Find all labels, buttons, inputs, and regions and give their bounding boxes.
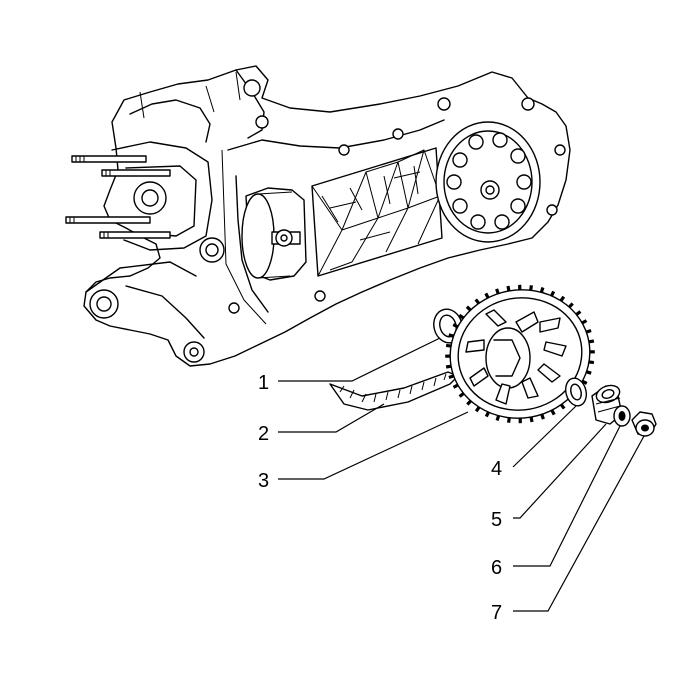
part-3-driven-pulley [445,284,595,424]
gear-tooth [448,374,455,380]
gear-tooth [559,403,566,410]
gear-tooth [581,319,588,325]
gear-tooth [484,411,490,418]
leader-5 [513,423,607,519]
leader-2 [278,403,385,433]
callout-4: 4 [491,458,502,480]
gear-tooth [495,415,501,421]
gear-tooth [575,310,582,316]
gear-tooth [448,333,454,338]
gear-tooth [495,288,500,295]
leader-7 [513,435,645,612]
engine-crankcase [65,65,571,367]
part-7-nut [631,411,657,437]
part-4-spacer-ring [564,377,588,407]
gear-tooth [559,295,566,302]
gear-tooth [550,409,556,416]
leader-3 [278,411,469,480]
gear-tooth [452,323,459,329]
callout-2: 2 [258,423,269,445]
gear-tooth [458,313,465,320]
callout-5: 5 [491,509,502,531]
leader-4 [512,405,577,468]
gear-tooth [445,364,452,369]
gear-tooth [581,379,588,385]
gear-tooth [540,413,545,420]
gear-tooth [465,305,472,312]
case-bolt-bosses [199,97,566,314]
gear-tooth [568,302,574,309]
leader-1 [278,337,441,382]
part-6-washer [613,405,631,427]
gear-tooth [588,339,595,344]
gear-tooth [474,298,481,305]
gear-tooth [550,290,556,297]
gear-tooth [466,399,472,406]
gear-tooth [529,285,533,291]
gear-tooth [507,417,511,423]
case-ribbing [311,147,443,277]
gear-tooth [445,343,452,348]
callout-leaders [278,337,645,612]
part-2-drive-belt [329,371,459,411]
gear-tooth [588,360,595,365]
gear-tooth [586,370,592,375]
cylinder-studs [65,155,171,239]
callout-7: 7 [491,602,502,624]
fan-blades [465,309,567,405]
gear-tooth [529,416,534,423]
gear-tooth [539,287,545,293]
callout-3: 3 [258,470,269,492]
callout-labels: 1 2 3 4 5 6 7 [258,372,502,624]
gear-tooth [452,383,459,389]
gear-tooth [474,406,481,413]
drive-pulley [241,187,307,281]
gear-tooth [484,292,490,299]
gear-tooth [585,328,592,334]
gear-tooth [458,392,465,398]
callout-1: 1 [258,372,269,394]
leader-6 [513,425,621,567]
clutch-drum [435,121,541,243]
gear-tooth [506,285,511,292]
callout-6: 6 [491,557,502,579]
